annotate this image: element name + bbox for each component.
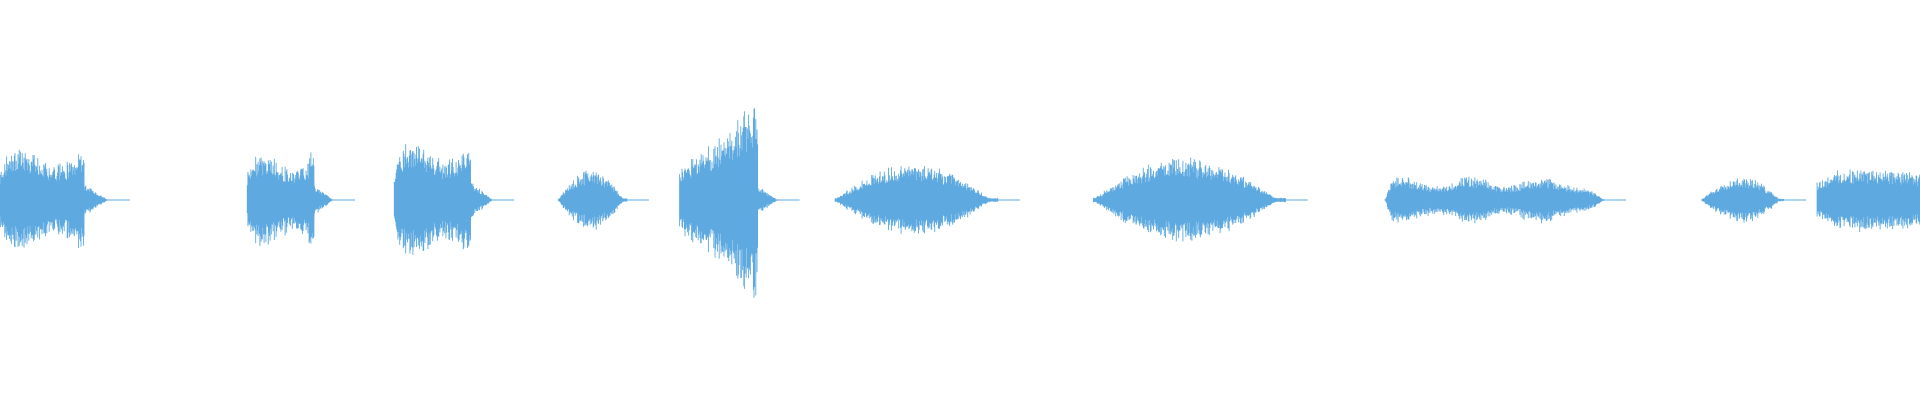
waveform-segment-core [1093, 178, 1286, 222]
waveform-segment-core [247, 175, 334, 225]
waveform-segment-core [1384, 187, 1605, 213]
waveform-segments [0, 108, 1920, 298]
waveform-segment-core [394, 170, 493, 230]
waveform-segment-core [1817, 183, 1920, 217]
waveform-segment-core [558, 184, 627, 216]
waveform-segment-core [835, 181, 998, 219]
waveform-segment-core [679, 148, 778, 252]
waveform-segment-core [1702, 187, 1785, 213]
waveform-segment-core [0, 173, 108, 227]
